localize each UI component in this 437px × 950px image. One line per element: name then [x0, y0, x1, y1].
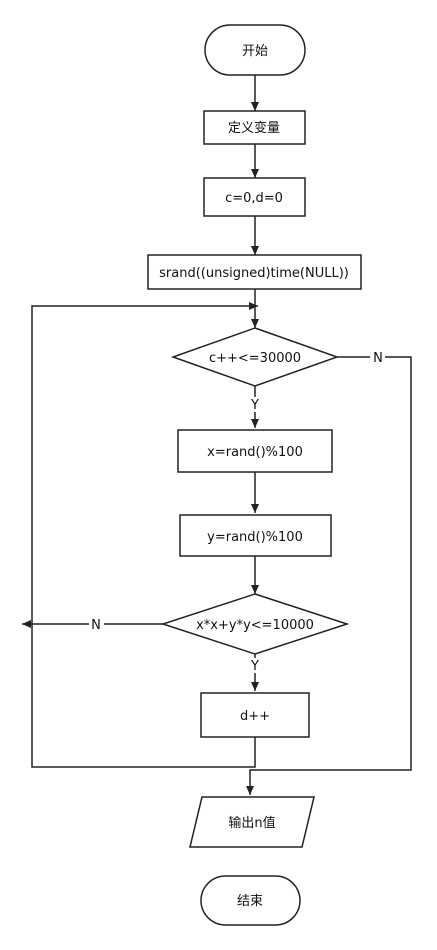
- svg-text:x=rand()%100: x=rand()%100: [207, 445, 303, 460]
- srand-node: srand((unsigned)time(NULL)): [147, 254, 362, 290]
- svg-text:结束: 结束: [237, 894, 263, 909]
- svg-text:输出n值: 输出n值: [228, 815, 275, 831]
- d-increment-node: d++: [200, 692, 310, 738]
- edge-loop-back: [31, 302, 258, 768]
- svg-text:Y: Y: [250, 398, 259, 413]
- svg-text:N: N: [91, 618, 101, 633]
- label-circle-yes: Y: [248, 658, 262, 674]
- svg-text:c++<=30000: c++<=30000: [209, 351, 301, 366]
- define-vars-node: 定义变量: [203, 110, 306, 145]
- edge-loop-no: [246, 356, 412, 795]
- svg-text:N: N: [373, 351, 383, 366]
- svg-text:c=0,d=0: c=0,d=0: [225, 191, 283, 206]
- output-node: 输出n值: [189, 796, 315, 848]
- svg-text:srand((unsigned)time(NULL)): srand((unsigned)time(NULL)): [159, 266, 349, 281]
- svg-text:x*x+y*y<=10000: x*x+y*y<=10000: [196, 618, 314, 633]
- y-assign-node: y=rand()%100: [179, 514, 332, 557]
- label-circle-no: N: [89, 617, 104, 633]
- svg-text:y=rand()%100: y=rand()%100: [207, 530, 303, 545]
- end-node: 结束: [200, 875, 301, 926]
- label-loop-no: N: [370, 350, 385, 366]
- init-node: c=0,d=0: [203, 177, 306, 217]
- svg-text:开始: 开始: [242, 44, 268, 59]
- circle-condition-node: x*x+y*y<=10000: [160, 593, 350, 655]
- start-node: 开始: [204, 24, 306, 76]
- svg-text:d++: d++: [240, 709, 270, 724]
- label-loop-yes: Y: [248, 397, 262, 413]
- svg-text:定义变量: 定义变量: [228, 120, 280, 136]
- loop-condition-node: c++<=30000: [170, 327, 340, 387]
- x-assign-node: x=rand()%100: [177, 429, 333, 473]
- svg-text:Y: Y: [250, 659, 259, 674]
